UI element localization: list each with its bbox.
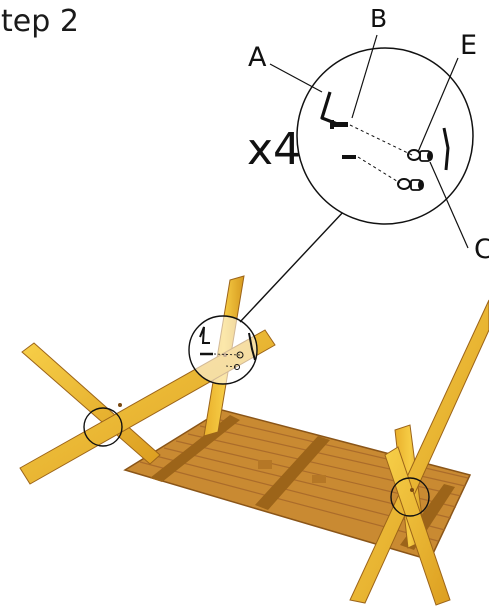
- label-e-leader: [417, 57, 459, 153]
- right-x-leg: [349, 299, 489, 606]
- part-label-b: B: [370, 4, 388, 33]
- label-b-leader: [351, 34, 378, 119]
- detail-circle-small: [188, 315, 258, 385]
- step-title: Step 2: [0, 4, 79, 39]
- barrel-nut-icon: [410, 150, 433, 191]
- detail-circle-large: [296, 47, 474, 225]
- callout-leader-line: [239, 209, 346, 323]
- quantity-label: x4: [247, 124, 302, 175]
- label-c-leader: [429, 161, 469, 249]
- part-label-e: E: [460, 30, 478, 61]
- joint-circle-right: [390, 477, 430, 517]
- bolt-icon: [330, 120, 348, 129]
- joint-circle-left: [83, 407, 123, 447]
- part-label-a: A: [248, 42, 267, 73]
- bolt-icon-2: [342, 155, 356, 159]
- allen-key-icon-2: [442, 127, 450, 171]
- label-a-leader: [269, 63, 323, 93]
- tabletop: [123, 409, 472, 561]
- part-label-c: C: [474, 234, 489, 265]
